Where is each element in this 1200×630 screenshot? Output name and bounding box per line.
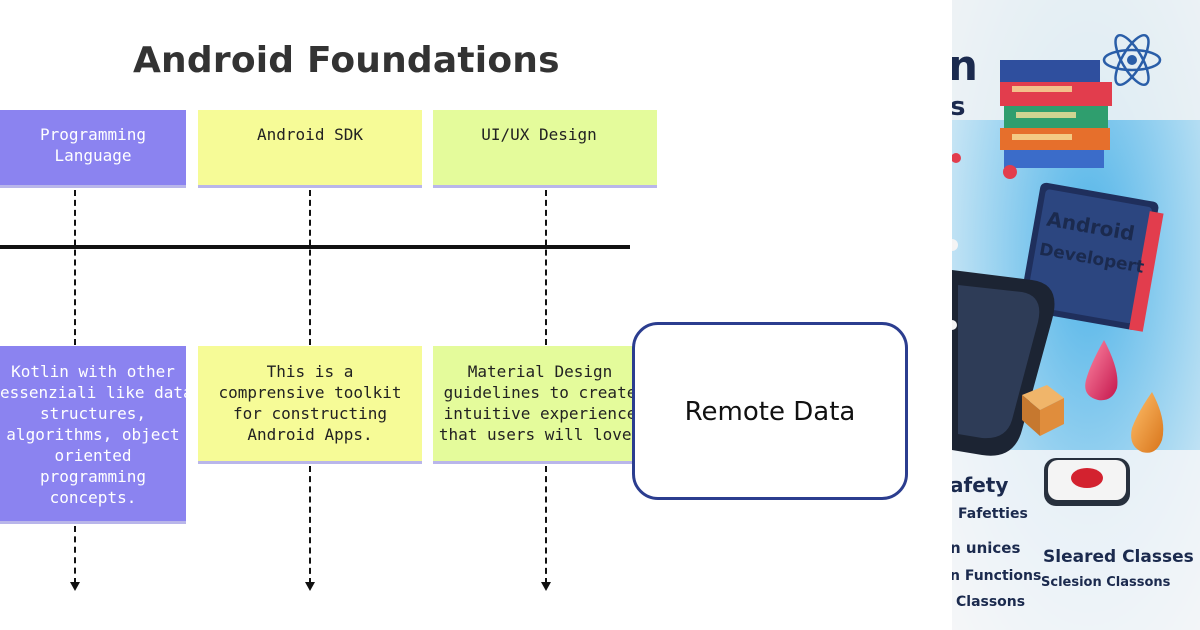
android-sdk-body: This is a comprensive toolkit for constr… [218, 362, 402, 444]
illus-text-sclesion-classons: Sclesion Classons [1041, 575, 1171, 590]
cube-icon [1022, 385, 1064, 436]
illus-text-sleared-classes: Sleared Classes [1043, 547, 1194, 567]
lifeline-android-sdk-bottom [309, 466, 311, 584]
illus-text-functions: n Functions [952, 568, 1041, 584]
lifeline-ui-ux-top [545, 190, 547, 345]
programming-language-body: Kotlin with other essenziali like data s… [0, 362, 186, 507]
lifeline-programming-language-bottom [74, 526, 76, 584]
book-stack-icon [1000, 60, 1112, 168]
android-developer-illustration: Android Developert [952, 0, 1200, 630]
lifeline-programming-language-top [74, 190, 76, 345]
programming-language-header-card: Programming Language [0, 110, 186, 188]
remote-data-node: Remote Data [632, 322, 908, 500]
android-sdk-header: Android SDK [257, 125, 363, 144]
atom-icon [1102, 33, 1162, 87]
smartphone-icon [952, 270, 1055, 456]
android-sdk-body-card: This is a comprensive toolkit for constr… [198, 346, 422, 464]
lifeline-arrow-1 [70, 582, 80, 591]
lifeline-arrow-3 [541, 582, 551, 591]
ui-ux-design-header: UI/UX Design [481, 125, 597, 144]
timeline-divider [0, 245, 630, 249]
illus-text-safety: afety [952, 473, 1008, 497]
lifeline-ui-ux-bottom [545, 466, 547, 584]
programming-language-body-card: Kotlin with other essenziali like data s… [0, 346, 186, 524]
button-icon [1044, 458, 1130, 506]
illus-text-top-2: s [952, 92, 965, 122]
lifeline-arrow-2 [305, 582, 315, 591]
lifeline-android-sdk-top [309, 190, 311, 345]
book-icon: Android Developert [1019, 182, 1164, 332]
illus-text-unices: n unices [952, 539, 1020, 557]
illus-text-fafetties: Fafetties [958, 506, 1028, 522]
android-sdk-header-card: Android SDK [198, 110, 422, 188]
ui-ux-design-header-card: UI/UX Design [433, 110, 657, 188]
gem-icon [1085, 340, 1164, 453]
ui-ux-design-body-card: Material Design guidelines to create int… [433, 346, 657, 464]
ui-ux-design-body: Material Design guidelines to create int… [438, 362, 642, 444]
illus-text-classons-left: Classons [956, 594, 1025, 610]
diagram-title: Android Foundations [133, 40, 560, 81]
programming-language-header: Programming Language [40, 125, 146, 165]
illus-text-top-1: n [952, 41, 978, 90]
remote-data-label: Remote Data [684, 397, 856, 427]
